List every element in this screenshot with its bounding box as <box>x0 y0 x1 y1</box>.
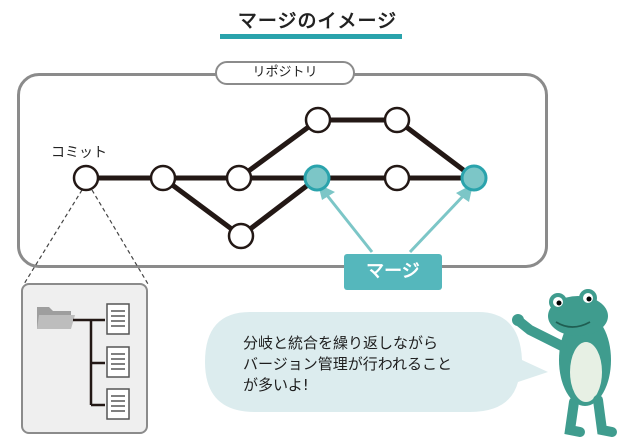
speech-bubble-text: 分岐と統合を繰り返しながら バージョン管理が行われること が多いよ! <box>243 333 498 396</box>
document-icon <box>106 303 130 335</box>
speech-line: 分岐と統合を繰り返しながら <box>243 334 439 352</box>
frog-mascot <box>512 289 617 437</box>
speech-line: が多いよ! <box>243 376 309 394</box>
commit-node <box>225 164 253 192</box>
commit-node <box>383 106 411 134</box>
speech-line: バージョン管理が行われること <box>243 355 452 373</box>
merge-arrow-left <box>324 193 374 253</box>
edge-upper-1 <box>236 117 321 181</box>
title-underline <box>220 34 402 39</box>
document-icon <box>106 388 130 420</box>
commit-node <box>304 106 332 134</box>
document-icon <box>106 346 130 378</box>
merge-node <box>460 164 488 192</box>
speech-bubble <box>205 312 548 412</box>
zoom-line-left <box>23 189 83 285</box>
folder-icon <box>37 307 75 329</box>
diagram-title: マージのイメージ <box>237 10 398 32</box>
commit-node-first <box>72 164 100 192</box>
commit-label: コミット <box>51 145 107 161</box>
repository-label: リポジトリ <box>215 61 355 85</box>
merge-badge: マージ <box>344 254 442 290</box>
commit-node <box>227 222 255 250</box>
edge-upper-3 <box>394 117 477 181</box>
zoom-line-right <box>91 189 149 285</box>
commit-node <box>383 164 411 192</box>
merge-node <box>303 164 331 192</box>
file-tree <box>37 303 130 420</box>
file-tree-box <box>21 283 148 434</box>
commit-node <box>149 164 177 192</box>
edge-lower-2 <box>238 175 320 239</box>
merge-arrow-right <box>408 192 467 254</box>
edge-lower-1 <box>160 175 244 239</box>
